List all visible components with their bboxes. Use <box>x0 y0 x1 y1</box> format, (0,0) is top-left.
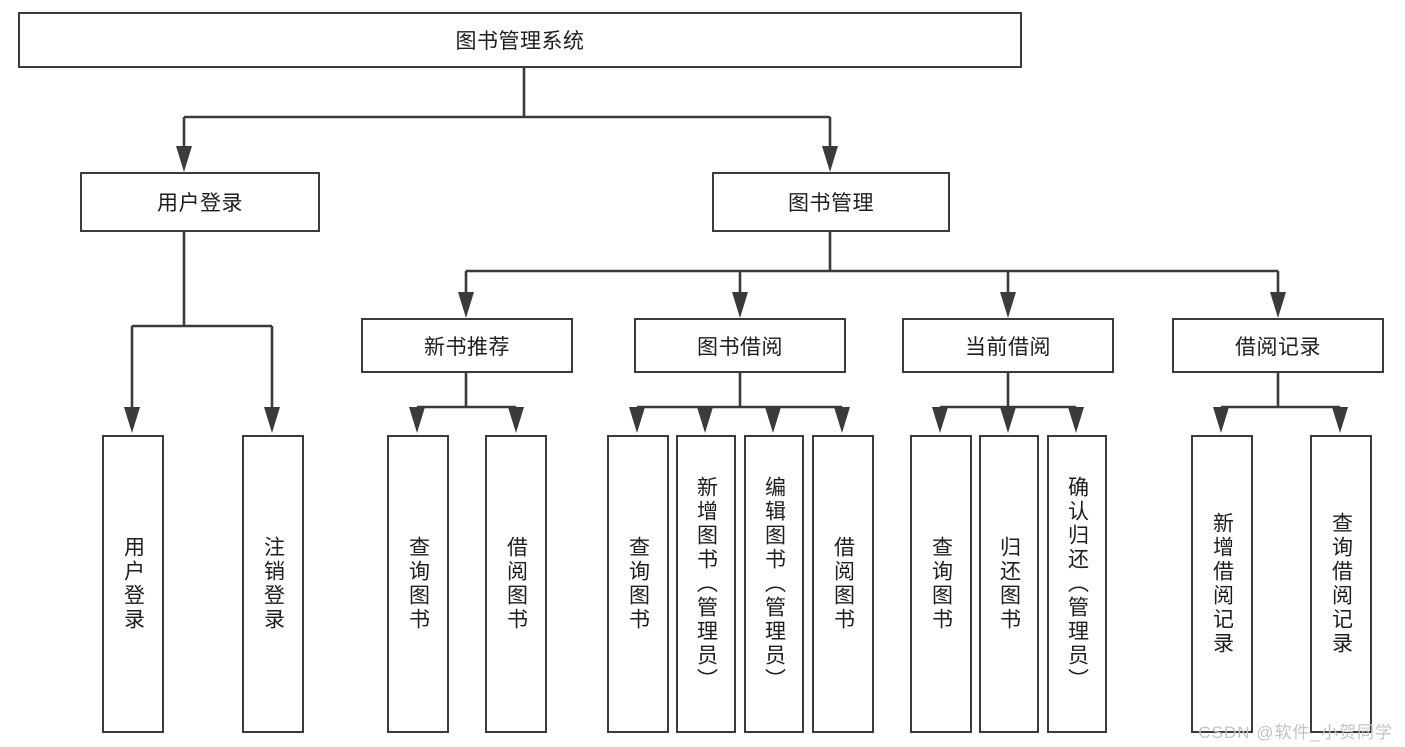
leaf-logout-login[interactable]: 注销登录 <box>242 435 304 733</box>
leaf-add-borrowing-record[interactable]: 新增借阅记录 <box>1191 435 1253 733</box>
leaf-query-book-current[interactable]: 查询图书 <box>910 435 972 733</box>
leaf-user-login[interactable]: 用户登录 <box>102 435 164 733</box>
leaf-label: 查询图书 <box>626 536 650 632</box>
leaf-label: 编辑图书（管理员） <box>762 476 786 692</box>
leaf-label: 归还图书 <box>997 536 1021 632</box>
node-root-book-management-system[interactable]: 图书管理系统 <box>18 12 1022 68</box>
csdn-watermark: CSDN @软件_小贺同学 <box>1198 723 1393 742</box>
node-user-login[interactable]: 用户登录 <box>80 172 320 232</box>
leaf-label: 新增借阅记录 <box>1210 512 1234 656</box>
node-book-borrowing[interactable]: 图书借阅 <box>634 318 846 373</box>
leaf-label: 新增图书（管理员） <box>694 476 718 692</box>
leaf-add-book-admin[interactable]: 新增图书（管理员） <box>676 435 736 733</box>
leaf-confirm-return-admin[interactable]: 确认归还（管理员） <box>1047 435 1107 733</box>
leaf-borrow-book[interactable]: 借阅图书 <box>812 435 874 733</box>
leaf-label: 确认归还（管理员） <box>1065 476 1089 692</box>
leaf-query-borrowing-record[interactable]: 查询借阅记录 <box>1310 435 1372 733</box>
leaf-query-book-recommendation[interactable]: 查询图书 <box>387 435 449 733</box>
leaf-borrow-book-recommendation[interactable]: 借阅图书 <box>485 435 547 733</box>
node-borrowing-record[interactable]: 借阅记录 <box>1172 318 1384 373</box>
leaf-label: 用户登录 <box>121 536 145 632</box>
leaf-edit-book-admin[interactable]: 编辑图书（管理员） <box>744 435 804 733</box>
leaf-query-book-borrowing[interactable]: 查询图书 <box>607 435 669 733</box>
leaf-label: 查询图书 <box>406 536 430 632</box>
node-current-borrowing[interactable]: 当前借阅 <box>902 318 1114 373</box>
node-new-book-recommendation[interactable]: 新书推荐 <box>361 318 573 373</box>
leaf-label: 借阅图书 <box>831 536 855 632</box>
leaf-label: 借阅图书 <box>504 536 528 632</box>
leaf-label: 注销登录 <box>261 536 285 632</box>
leaf-label: 查询图书 <box>929 536 953 632</box>
leaf-return-book[interactable]: 归还图书 <box>979 435 1039 733</box>
leaf-label: 查询借阅记录 <box>1329 512 1353 656</box>
node-book-management[interactable]: 图书管理 <box>712 172 950 232</box>
